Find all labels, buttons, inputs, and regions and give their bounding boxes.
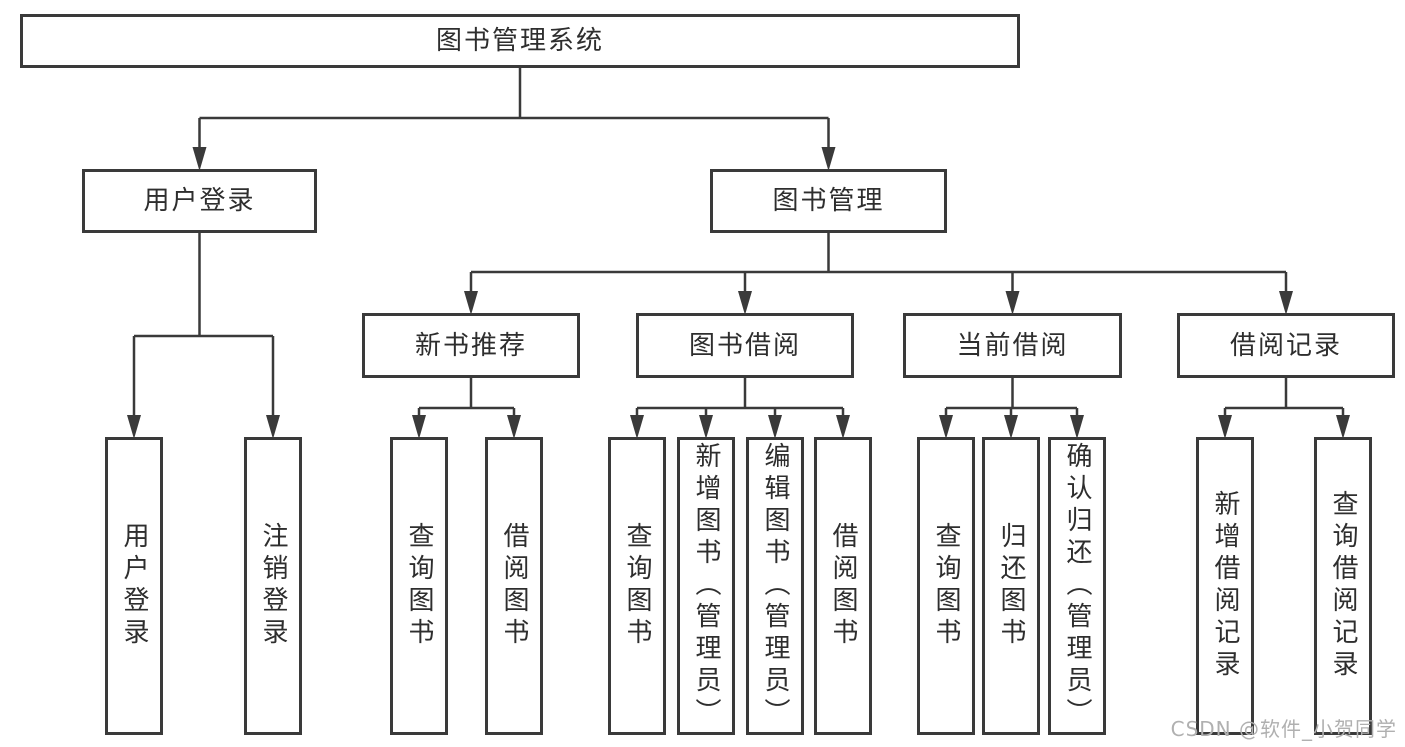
node-label: 确认归还（管理员） xyxy=(1062,442,1092,730)
arrowhead-icon xyxy=(1336,415,1350,439)
node-new-book-recommend: 新书推荐 xyxy=(362,313,580,378)
watermark: CSDN @软件_小贺同学 xyxy=(1170,717,1397,741)
node-confirm-return-admin: 确认归还（管理员） xyxy=(1048,437,1106,735)
node-edit-books-admin: 编辑图书（管理员） xyxy=(746,437,804,735)
node-query-books-recommend: 查询图书 xyxy=(390,437,448,735)
node-return-books: 归还图书 xyxy=(982,437,1040,735)
arrowhead-icon xyxy=(939,415,953,439)
arrowhead-icon xyxy=(768,415,782,439)
arrowhead-icon xyxy=(507,415,521,439)
node-label: 新书推荐 xyxy=(414,330,527,361)
node-label: 新增图书（管理员） xyxy=(691,442,721,730)
node-borrow-books-recommend: 借阅图书 xyxy=(485,437,543,735)
node-borrow-books-borrowing: 借阅图书 xyxy=(814,437,872,735)
node-label: 图书借阅 xyxy=(688,330,801,361)
arrowhead-icon xyxy=(836,415,850,439)
arrowhead-icon xyxy=(464,291,478,315)
node-book-management: 图书管理 xyxy=(710,169,947,233)
node-label: 注销登录 xyxy=(258,522,288,650)
node-query-books-borrowing: 查询图书 xyxy=(608,437,666,735)
node-label: 借阅图书 xyxy=(499,522,529,650)
node-label: 借阅图书 xyxy=(828,522,858,650)
node-label: 用户登录 xyxy=(143,186,256,216)
node-label: 新增借阅记录 xyxy=(1210,490,1240,682)
arrowhead-icon xyxy=(630,415,644,439)
arrowhead-icon xyxy=(1218,415,1232,439)
arrowhead-icon xyxy=(266,415,280,439)
arrowhead-icon xyxy=(699,415,713,439)
node-borrowing-records: 借阅记录 xyxy=(1177,313,1395,378)
node-label: 查询图书 xyxy=(931,522,961,650)
arrowhead-icon xyxy=(821,147,836,171)
node-label: 用户登录 xyxy=(119,522,149,650)
node-label: 归还图书 xyxy=(996,522,1026,650)
arrowhead-icon xyxy=(1070,415,1084,439)
node-query-borrow-record: 查询借阅记录 xyxy=(1314,437,1372,735)
arrowhead-icon xyxy=(412,415,426,439)
node-add-books-admin: 新增图书（管理员） xyxy=(677,437,735,735)
node-book-borrowing: 图书借阅 xyxy=(636,313,854,378)
node-label: 图书管理 xyxy=(772,186,885,216)
node-system: 图书管理系统 xyxy=(20,14,1020,68)
node-user-login: 用户登录 xyxy=(82,169,317,233)
node-label: 查询图书 xyxy=(622,522,652,650)
node-query-books-current: 查询图书 xyxy=(917,437,975,735)
arrowhead-icon xyxy=(738,291,752,315)
arrowhead-icon xyxy=(1279,291,1293,315)
node-label: 当前借阅 xyxy=(956,330,1069,361)
node-label: 借阅记录 xyxy=(1229,330,1342,361)
node-current-borrowing: 当前借阅 xyxy=(903,313,1122,378)
node-label: 编辑图书（管理员） xyxy=(760,442,790,730)
arrowhead-icon xyxy=(127,415,141,439)
node-logout-action: 注销登录 xyxy=(244,437,302,735)
arrowhead-icon xyxy=(1004,415,1018,439)
node-add-borrow-record: 新增借阅记录 xyxy=(1196,437,1254,735)
tree-edge-lines xyxy=(132,68,1345,417)
node-label: 查询借阅记录 xyxy=(1328,490,1358,682)
node-user-login-action: 用户登录 xyxy=(105,437,163,735)
arrowhead-icon xyxy=(1005,291,1020,315)
node-label: 查询图书 xyxy=(404,522,434,650)
node-label: 图书管理系统 xyxy=(435,26,604,56)
arrowhead-icon xyxy=(192,147,207,171)
